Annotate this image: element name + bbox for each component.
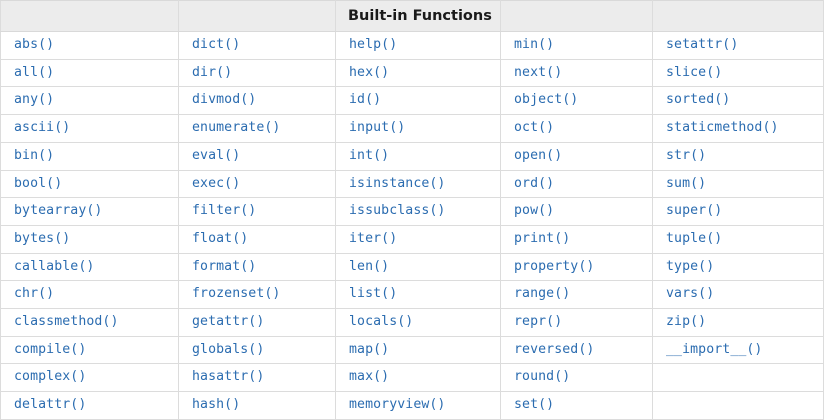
function-name-cell[interactable]: set() bbox=[500, 391, 653, 420]
function-name-cell[interactable]: staticmethod() bbox=[652, 114, 824, 143]
function-name-cell[interactable]: enumerate() bbox=[178, 114, 336, 143]
empty-cell bbox=[652, 363, 824, 393]
function-name-cell[interactable]: max() bbox=[335, 363, 501, 393]
function-name-cell[interactable]: exec() bbox=[178, 169, 336, 199]
function-name-cell[interactable]: compile() bbox=[0, 335, 179, 365]
function-name-cell[interactable]: setattr() bbox=[652, 31, 824, 60]
function-name-cell[interactable]: str() bbox=[652, 141, 824, 171]
function-name-cell[interactable]: oct() bbox=[500, 114, 653, 143]
function-name-cell[interactable]: len() bbox=[335, 252, 501, 282]
function-name-cell[interactable]: globals() bbox=[178, 335, 336, 365]
header-cell-5 bbox=[652, 0, 824, 32]
table-row: compile()globals()map()reversed()__impor… bbox=[0, 335, 824, 365]
function-name-cell[interactable]: chr() bbox=[0, 280, 179, 310]
function-name-cell[interactable]: reversed() bbox=[500, 335, 653, 365]
table-header: Built-in Functions bbox=[0, 0, 824, 32]
header-cell-4 bbox=[500, 0, 653, 32]
function-name-cell[interactable]: getattr() bbox=[178, 308, 336, 337]
function-name-cell[interactable]: callable() bbox=[0, 252, 179, 282]
table-row: ascii()enumerate()input()oct()staticmeth… bbox=[0, 114, 824, 143]
function-name-cell[interactable]: ord() bbox=[500, 169, 653, 199]
function-name-cell[interactable]: hex() bbox=[335, 58, 501, 88]
function-name-cell[interactable]: type() bbox=[652, 252, 824, 282]
function-name-cell[interactable]: isinstance() bbox=[335, 169, 501, 199]
function-name-cell[interactable]: vars() bbox=[652, 280, 824, 310]
function-name-cell[interactable]: sum() bbox=[652, 169, 824, 199]
function-name-cell[interactable]: bytearray() bbox=[0, 197, 179, 226]
table-row: classmethod()getattr()locals()repr()zip(… bbox=[0, 308, 824, 337]
function-name-cell[interactable]: slice() bbox=[652, 58, 824, 88]
table-row: chr()frozenset()list()range()vars() bbox=[0, 280, 824, 310]
function-name-cell[interactable]: locals() bbox=[335, 308, 501, 337]
function-name-cell[interactable]: ascii() bbox=[0, 114, 179, 143]
function-name-cell[interactable]: min() bbox=[500, 31, 653, 60]
function-name-cell[interactable]: iter() bbox=[335, 224, 501, 254]
function-name-cell[interactable]: bin() bbox=[0, 141, 179, 171]
function-name-cell[interactable]: range() bbox=[500, 280, 653, 310]
function-name-cell[interactable]: filter() bbox=[178, 197, 336, 226]
function-name-cell[interactable]: delattr() bbox=[0, 391, 179, 420]
table-row: callable()format()len()property()type() bbox=[0, 252, 824, 282]
function-name-cell[interactable]: __import__() bbox=[652, 335, 824, 365]
function-name-cell[interactable]: classmethod() bbox=[0, 308, 179, 337]
function-name-cell[interactable]: issubclass() bbox=[335, 197, 501, 226]
function-name-cell[interactable]: next() bbox=[500, 58, 653, 88]
function-name-cell[interactable]: bytes() bbox=[0, 224, 179, 254]
header-cell-2 bbox=[178, 0, 336, 32]
function-name-cell[interactable]: print() bbox=[500, 224, 653, 254]
function-name-cell[interactable]: dict() bbox=[178, 31, 336, 60]
function-name-cell[interactable]: frozenset() bbox=[178, 280, 336, 310]
function-name-cell[interactable]: object() bbox=[500, 86, 653, 116]
function-name-cell[interactable]: all() bbox=[0, 58, 179, 88]
function-name-cell[interactable]: hasattr() bbox=[178, 363, 336, 393]
table-title: Built-in Functions bbox=[335, 0, 501, 32]
function-name-cell[interactable]: open() bbox=[500, 141, 653, 171]
function-name-cell[interactable]: input() bbox=[335, 114, 501, 143]
function-name-cell[interactable]: repr() bbox=[500, 308, 653, 337]
function-name-cell[interactable]: float() bbox=[178, 224, 336, 254]
function-name-cell[interactable]: abs() bbox=[0, 31, 179, 60]
function-name-cell[interactable]: dir() bbox=[178, 58, 336, 88]
function-name-cell[interactable]: hash() bbox=[178, 391, 336, 420]
function-name-cell[interactable]: bool() bbox=[0, 169, 179, 199]
table-row: bytearray()filter()issubclass()pow()supe… bbox=[0, 197, 824, 226]
function-name-cell[interactable]: any() bbox=[0, 86, 179, 116]
function-name-cell[interactable]: memoryview() bbox=[335, 391, 501, 420]
function-name-cell[interactable]: round() bbox=[500, 363, 653, 393]
table-row: any()divmod()id()object()sorted() bbox=[0, 86, 824, 116]
table-row: bin()eval()int()open()str() bbox=[0, 141, 824, 171]
function-name-cell[interactable]: property() bbox=[500, 252, 653, 282]
table-body: abs()dict()help()min()setattr()all()dir(… bbox=[0, 31, 824, 420]
table-row: abs()dict()help()min()setattr() bbox=[0, 31, 824, 60]
table-row: all()dir()hex()next()slice() bbox=[0, 58, 824, 88]
empty-cell bbox=[652, 391, 824, 420]
function-name-cell[interactable]: list() bbox=[335, 280, 501, 310]
function-name-cell[interactable]: int() bbox=[335, 141, 501, 171]
function-name-cell[interactable]: zip() bbox=[652, 308, 824, 337]
function-name-cell[interactable]: tuple() bbox=[652, 224, 824, 254]
table-row: delattr()hash()memoryview()set() bbox=[0, 391, 824, 420]
function-name-cell[interactable]: eval() bbox=[178, 141, 336, 171]
function-name-cell[interactable]: pow() bbox=[500, 197, 653, 226]
table-header-row: Built-in Functions bbox=[0, 0, 824, 32]
function-name-cell[interactable]: format() bbox=[178, 252, 336, 282]
function-name-cell[interactable]: id() bbox=[335, 86, 501, 116]
header-cell-1 bbox=[0, 0, 179, 32]
table-row: bool()exec()isinstance()ord()sum() bbox=[0, 169, 824, 199]
function-name-cell[interactable]: super() bbox=[652, 197, 824, 226]
function-name-cell[interactable]: divmod() bbox=[178, 86, 336, 116]
function-name-cell[interactable]: help() bbox=[335, 31, 501, 60]
function-name-cell[interactable]: complex() bbox=[0, 363, 179, 393]
function-name-cell[interactable]: map() bbox=[335, 335, 501, 365]
table-row: bytes()float()iter()print()tuple() bbox=[0, 224, 824, 254]
table-row: complex()hasattr()max()round() bbox=[0, 363, 824, 393]
function-name-cell[interactable]: sorted() bbox=[652, 86, 824, 116]
